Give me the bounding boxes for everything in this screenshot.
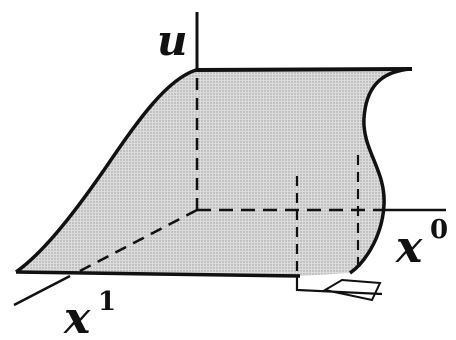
boundary-wedge <box>322 278 382 302</box>
surface-bottom-edge <box>15 270 301 278</box>
x0-axis-label: x <box>395 222 423 273</box>
x0-axis-superscript: 0 <box>430 215 448 245</box>
x1-axis-label: x <box>63 293 91 340</box>
surface-top-edge <box>195 67 413 72</box>
boundary-bracket <box>295 276 383 296</box>
surface-left-edge <box>14 68 197 274</box>
x1-axis-superscript: 1 <box>98 287 116 317</box>
x1-axis-hidden <box>77 208 198 274</box>
surface-patch <box>16 69 410 276</box>
surface-right-edge <box>348 67 411 275</box>
u-axis-label: u <box>157 16 188 65</box>
x1-axis <box>13 274 71 307</box>
